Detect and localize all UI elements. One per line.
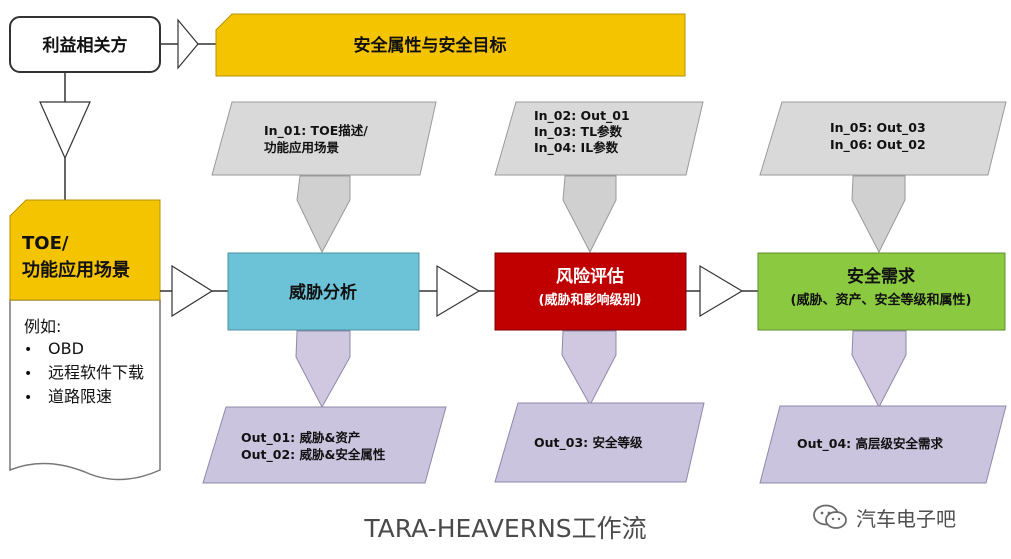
output-text: Out_04: 高层级安全需求 — [797, 436, 943, 452]
toe-document — [9, 299, 161, 481]
output-text: Out_02: 威胁&安全属性 — [241, 447, 386, 463]
watermark-text: 汽车电子吧 — [856, 506, 956, 531]
arrow-threat-to-risk — [436, 264, 481, 318]
toe-example: OBD — [48, 339, 84, 358]
input-text: In_03: TL参数 — [534, 124, 623, 140]
stakeholder-label: 利益相关方 — [43, 35, 128, 56]
input-text: In_05: Out_03 — [830, 120, 926, 136]
input-arrow — [296, 175, 351, 254]
output-text: Out_01: 威胁&资产 — [241, 430, 360, 446]
goals-label: 安全属性与安全目标 — [354, 35, 507, 56]
input-text: In_02: Out_01 — [534, 108, 630, 124]
diagram-caption: TARA-HEAVERNS工作流 — [364, 514, 647, 543]
wechat-icon — [813, 504, 847, 529]
input-arrows — [296, 175, 906, 254]
toe-header — [9, 199, 161, 301]
process-subtitle: (威胁、资产、安全等级和属性) — [791, 292, 972, 308]
process-risk-assessment — [494, 252, 687, 331]
process-security-requirements — [757, 252, 1006, 331]
goals-banner — [215, 13, 686, 77]
output-text: Out_03: 安全等级 — [534, 435, 643, 451]
input-text: In_01: TOE描述/ — [264, 123, 368, 139]
toe-title-line-2: 功能应用场景 — [22, 259, 130, 281]
stakeholder-connectors — [64, 43, 216, 203]
toe-example-heading: 例如: — [24, 317, 61, 336]
toe-bullet: • — [24, 366, 32, 382]
arrow-toe-to-threat — [171, 264, 214, 318]
input-box — [211, 101, 437, 176]
input-text: In_04: IL参数 — [534, 140, 619, 156]
arrow-to-goals — [177, 18, 199, 70]
input-text: In_06: Out_02 — [830, 137, 926, 153]
output-box — [494, 402, 705, 483]
stakeholder-box — [9, 16, 161, 73]
input-box — [759, 101, 1007, 176]
arrow-risk-to-requirements — [699, 264, 744, 318]
output-arrow — [851, 330, 907, 409]
input-arrow — [562, 175, 617, 254]
input-box — [494, 101, 704, 176]
watermark: 汽车电子吧 — [812, 500, 1002, 534]
output-arrow — [561, 330, 617, 407]
output-arrows — [295, 330, 907, 409]
output-box — [202, 406, 447, 484]
toe-bullet: • — [24, 342, 32, 358]
process-title: 安全需求 — [847, 266, 915, 287]
output-arrow — [295, 330, 351, 409]
process-subtitle: (威胁和影响级别) — [539, 292, 642, 308]
toe-example: 道路限速 — [48, 387, 112, 406]
toe-title-line-1: TOE/ — [22, 233, 69, 254]
toe-example: 远程软件下载 — [48, 363, 144, 382]
output-box — [759, 405, 1007, 484]
input-text: 功能应用场景 — [264, 140, 340, 155]
arrow-to-toe — [39, 101, 91, 160]
process-threat-analysis — [227, 252, 420, 331]
input-arrow — [851, 175, 906, 254]
tara-workflow-diagram: 利益相关方 安全属性与安全目标 TOE/ 功能应用场景 例如: • OBD • … — [9, 13, 1007, 484]
toe-bullet: • — [24, 390, 32, 406]
process-title: 风险评估 — [556, 266, 624, 287]
process-title: 威胁分析 — [289, 282, 357, 303]
